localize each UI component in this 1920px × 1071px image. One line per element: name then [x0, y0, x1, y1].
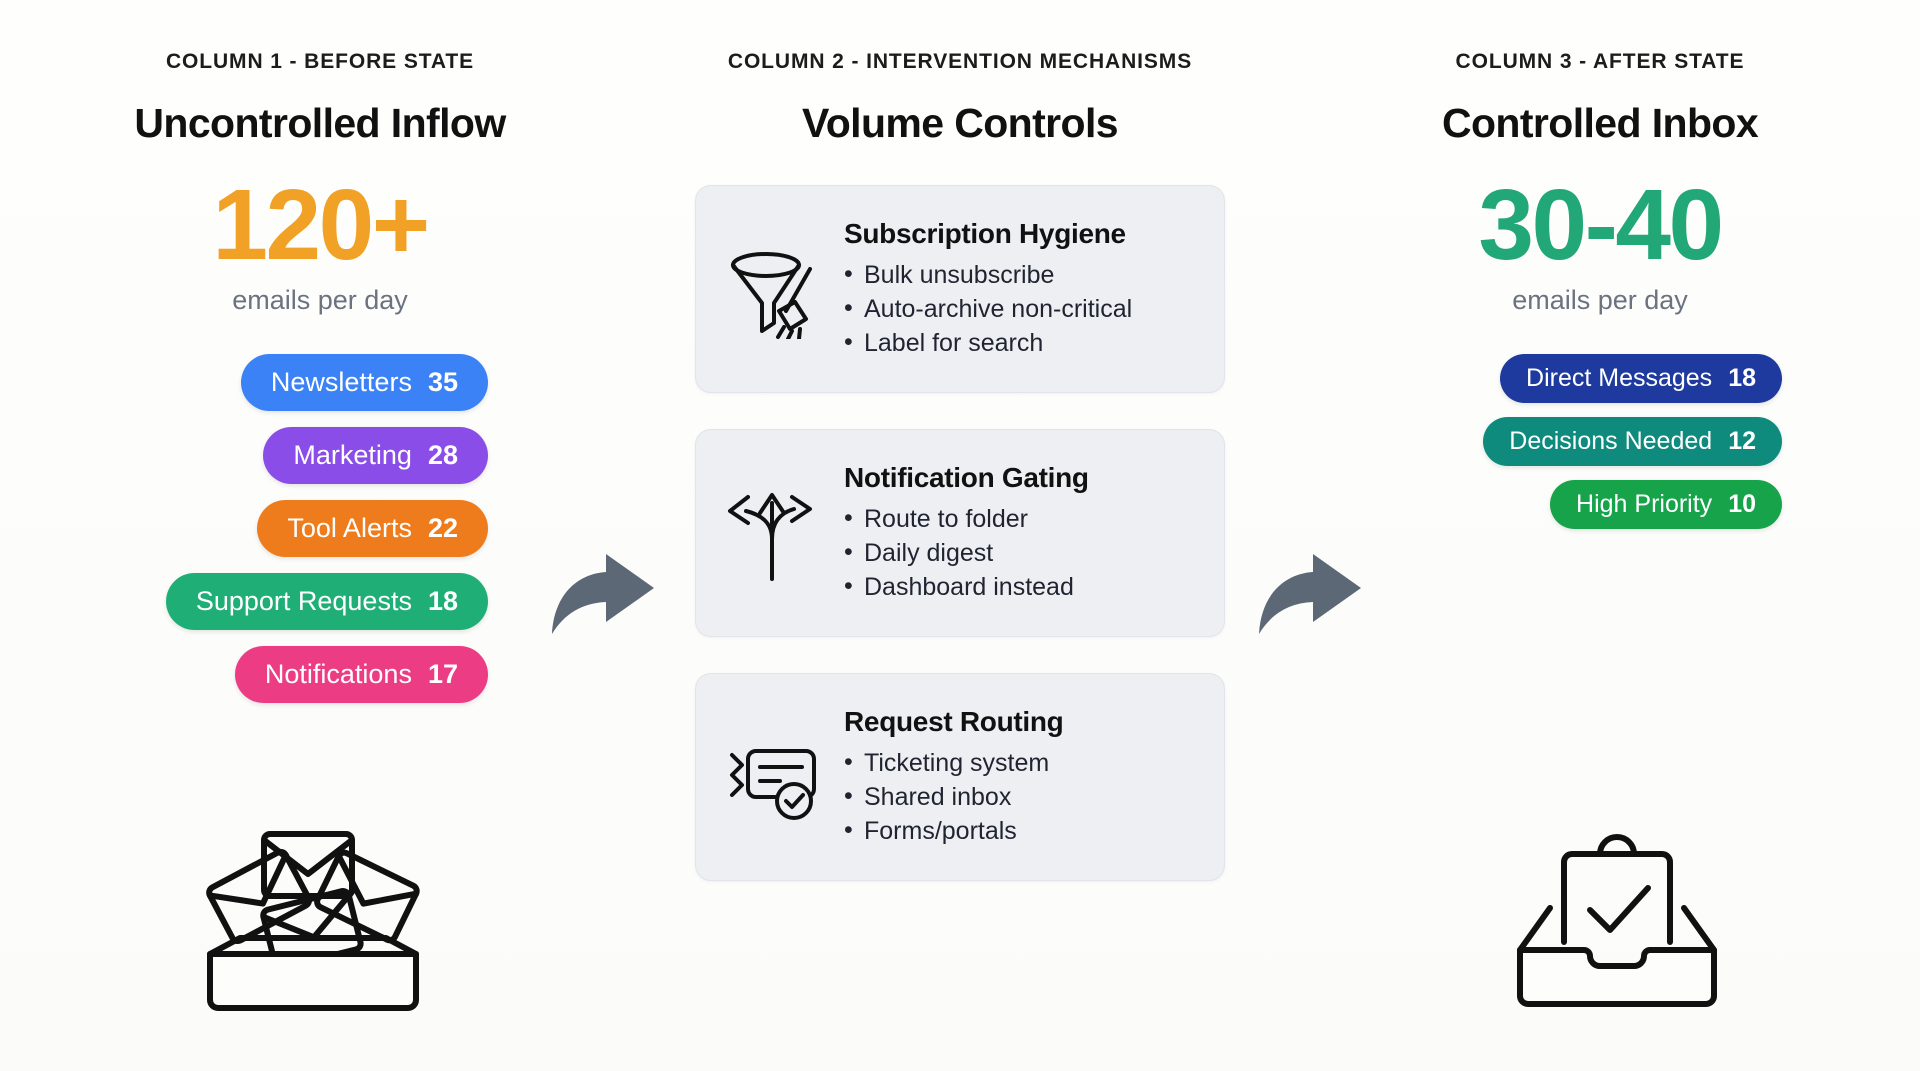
mechanism-bullet: Bulk unsubscribe: [844, 257, 1198, 292]
mechanism-card-list: Subscription HygieneBulk unsubscribeAuto…: [695, 185, 1225, 881]
after-pill-decisions-needed[interactable]: Decisions Needed 12: [1483, 417, 1782, 466]
mechanism-bullet: Ticketing system: [844, 745, 1198, 780]
pill-value: 35: [427, 367, 458, 397]
mechanism-card-title: Subscription Hygiene: [844, 218, 1126, 249]
pill-label: Newsletters: [270, 367, 412, 397]
before-pill-notifications[interactable]: Notifications 17: [234, 646, 488, 703]
after-stat-caption: emails per day: [1512, 285, 1688, 315]
before-pill-newsletters[interactable]: Newsletters 35: [240, 354, 488, 411]
mechanism-card-subscription-hygiene[interactable]: Subscription HygieneBulk unsubscribeAuto…: [695, 185, 1225, 393]
mechanism-card-title: Notification Gating: [844, 462, 1089, 493]
before-pill-support-requests[interactable]: Support Requests 18: [165, 573, 488, 630]
column-before-state: COLUMN 1 - BEFORE STATE Uncontrolled Inf…: [60, 0, 580, 1071]
pill-label: Notifications: [264, 659, 412, 689]
pill-label: Decisions Needed: [1509, 427, 1713, 455]
mechanism-card-bullets: Ticketing systemShared inboxForms/portal…: [844, 745, 1198, 848]
mechanism-bullet: Forms/portals: [844, 813, 1198, 848]
pill-value: 28: [427, 440, 458, 470]
after-pill-direct-messages[interactable]: Direct Messages 18: [1500, 354, 1782, 403]
mechanism-bullet: Shared inbox: [844, 779, 1198, 814]
column-after-state: COLUMN 3 - AFTER STATE Controlled Inbox …: [1340, 0, 1860, 1071]
after-pill-high-priority[interactable]: High Priority 10: [1550, 480, 1782, 529]
mechanism-bullet: Label for search: [844, 325, 1198, 360]
pill-value: 12: [1728, 427, 1756, 455]
column-1-title: Uncontrolled Inflow: [134, 100, 506, 146]
inbox-check-icon: [1502, 818, 1732, 1013]
before-stat-caption: emails per day: [232, 285, 408, 315]
pill-label: Tool Alerts: [287, 513, 412, 543]
arrow-col2-to-col3-icon: [1255, 548, 1365, 638]
mechanism-card-notification-gating[interactable]: Notification GatingRoute to folderDaily …: [695, 429, 1225, 637]
column-2-title: Volume Controls: [802, 100, 1119, 146]
mechanism-card-body: Notification GatingRoute to folderDaily …: [844, 462, 1198, 604]
column-intervention-mechanisms: COLUMN 2 - INTERVENTION MECHANISMS Volum…: [640, 0, 1280, 1071]
pill-value: 22: [427, 513, 458, 543]
mechanism-bullet: Daily digest: [844, 535, 1198, 570]
mechanism-card-body: Request RoutingTicketing systemShared in…: [844, 706, 1198, 848]
column-2-eyebrow: COLUMN 2 - INTERVENTION MECHANISMS: [727, 50, 1193, 73]
pill-label: Direct Messages: [1526, 364, 1713, 392]
pill-value: 10: [1728, 490, 1756, 518]
arrow-col1-to-col2-icon: [548, 548, 658, 638]
pill-value: 18: [1728, 364, 1756, 392]
mechanism-bullet: Dashboard instead: [844, 569, 1198, 604]
overflowing-inbox-icon: [198, 818, 428, 1013]
pill-value: 18: [427, 586, 458, 616]
after-stat-value: 30-40: [1478, 169, 1724, 281]
pill-label: High Priority: [1576, 490, 1713, 518]
mechanism-card-bullets: Route to folderDaily digestDashboard ins…: [844, 501, 1198, 604]
pill-label: Marketing: [293, 440, 412, 470]
mechanism-bullet: Auto-archive non-critical: [844, 291, 1198, 326]
mechanism-card-title: Request Routing: [844, 706, 1064, 737]
mechanism-bullet: Route to folder: [844, 501, 1198, 536]
ticket-check-icon: [722, 727, 822, 827]
funnel-broom-icon: [722, 239, 822, 339]
before-pill-tool-alerts[interactable]: Tool Alerts 22: [257, 500, 488, 557]
before-pill-marketing[interactable]: Marketing 28: [263, 427, 488, 484]
column-1-eyebrow: COLUMN 1 - BEFORE STATE: [165, 50, 475, 73]
mechanism-card-bullets: Bulk unsubscribeAuto-archive non-critica…: [844, 257, 1198, 360]
column-3-title: Controlled Inbox: [1441, 100, 1759, 146]
column-3-eyebrow: COLUMN 3 - AFTER STATE: [1455, 50, 1745, 73]
before-stat-value: 120+: [212, 169, 430, 281]
branching-arrows-icon: [722, 483, 822, 583]
pill-value: 17: [427, 659, 458, 689]
mechanism-card-body: Subscription HygieneBulk unsubscribeAuto…: [844, 218, 1198, 360]
mechanism-card-request-routing[interactable]: Request RoutingTicketing systemShared in…: [695, 673, 1225, 881]
pill-label: Support Requests: [195, 586, 412, 616]
